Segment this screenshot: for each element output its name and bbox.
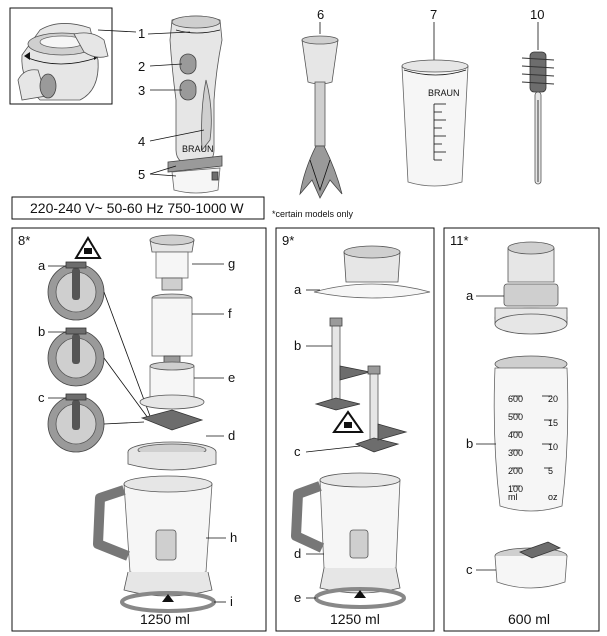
electrical-specs: 220-240 V~ 50-60 Hz 750-1000 W: [30, 200, 244, 216]
blender-exploded-stack: [93, 234, 217, 613]
panel-8-title: 8*: [18, 233, 30, 248]
panel-9-capacity: 1250 ml: [330, 611, 380, 627]
callout-6: 6: [317, 7, 324, 22]
panel-8-label-g: g: [228, 256, 235, 271]
svg-text:5: 5: [548, 466, 553, 476]
to-go-bottle: 600 500 400 300 200 100 ml 20 15 10 5 oz: [493, 355, 569, 512]
chopper-lid: [313, 245, 431, 299]
speed-dial-inset: [9, 7, 113, 105]
panel-9-label-b: b: [294, 338, 301, 353]
svg-text:500: 500: [508, 412, 523, 422]
svg-text:200: 200: [508, 466, 523, 476]
panel-8-label-d: d: [228, 428, 235, 443]
chopper-blade-2: [354, 365, 408, 453]
blender-shaft: 6: [299, 7, 343, 199]
callouts-1-5: 1 2 3 4 5: [97, 26, 205, 182]
speed-button-2: [179, 53, 197, 75]
callout-1: 1: [138, 26, 145, 41]
panel-11: [443, 227, 600, 632]
hand-blender-motor-unit: BRAUN: [167, 15, 223, 194]
panel-9-label-a: a: [294, 282, 302, 297]
panel-8: [11, 227, 267, 632]
panel-8-label-e: e: [228, 370, 235, 385]
brand-logo-text: BRAUN: [182, 144, 214, 154]
callout-7: 7: [430, 7, 437, 22]
callout-4: 4: [138, 134, 145, 149]
panel-9: [275, 227, 435, 632]
chopper-bowl: [291, 472, 406, 609]
panel-8-label-a: a: [38, 258, 46, 273]
callout-5: 5: [138, 167, 145, 182]
panel-9-label-c: c: [294, 444, 301, 459]
cleaning-brush: 10: [521, 7, 555, 185]
panel-9-label-d: d: [294, 546, 301, 561]
lid-position-c: [47, 393, 105, 453]
svg-text:600: 600: [508, 394, 523, 404]
svg-text:20: 20: [548, 394, 558, 404]
panel-8-label-f: f: [228, 306, 232, 321]
turbo-button-3: [179, 79, 197, 101]
warning-icon: [74, 236, 102, 259]
callout-2: 2: [138, 59, 145, 74]
panel-8-label-i: i: [230, 594, 233, 609]
to-go-lid: [494, 541, 568, 589]
panel-11-label-a: a: [466, 288, 474, 303]
panel-8-capacity: 1250 ml: [140, 611, 190, 627]
svg-text:100: 100: [508, 484, 523, 494]
measuring-beaker: 7 BRAUN: [401, 7, 469, 187]
panel-11-capacity: 600 ml: [508, 611, 550, 627]
specs-box: [11, 196, 265, 220]
warning-icon-2: [332, 410, 364, 433]
callout-10: 10: [530, 7, 544, 22]
callout-3: 3: [138, 83, 145, 98]
svg-text:400: 400: [508, 430, 523, 440]
panel-11-label-c: c: [466, 562, 473, 577]
panel-8-label-h: h: [230, 530, 237, 545]
svg-text:10: 10: [548, 442, 558, 452]
svg-text:oz: oz: [548, 492, 558, 502]
panel-9-label-e: e: [294, 590, 301, 605]
svg-text:300: 300: [508, 448, 523, 458]
certain-models-note: *certain models only: [272, 209, 354, 219]
panel-8-label-c: c: [38, 390, 45, 405]
svg-text:15: 15: [548, 418, 558, 428]
panel-9-title: 9*: [282, 233, 294, 248]
beaker-brand-text: BRAUN: [428, 88, 460, 98]
panel-8-label-b: b: [38, 324, 45, 339]
panel-11-title: 11*: [450, 233, 469, 248]
lid-position-a: [47, 261, 105, 321]
lid-position-b: [47, 327, 105, 387]
to-go-coupling: [494, 241, 568, 335]
svg-text:ml: ml: [508, 492, 518, 502]
chopper-blade-1: [314, 317, 371, 411]
panel-11-label-b: b: [466, 436, 473, 451]
